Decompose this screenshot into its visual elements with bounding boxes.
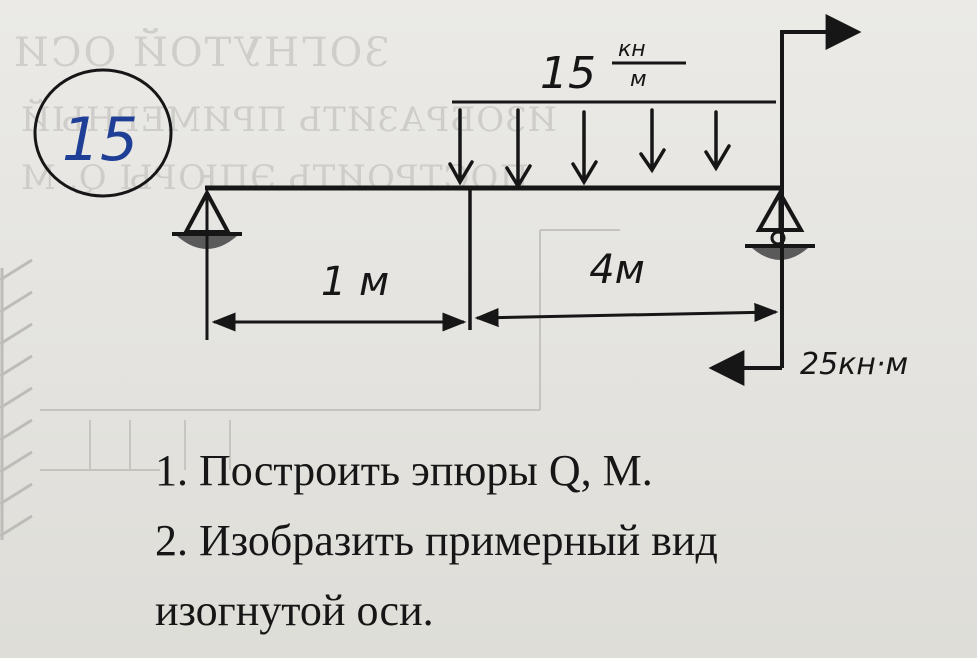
distributed-load-unit-den: м bbox=[630, 67, 647, 92]
dimension-line-4m bbox=[474, 302, 779, 328]
task-line-1: 1. Построить эпюры Q, M. bbox=[155, 446, 653, 495]
wall-hatching bbox=[0, 258, 33, 540]
span-left-label: 1 м bbox=[321, 259, 389, 305]
moment-label: 25кн·м bbox=[800, 347, 908, 382]
distributed-load-unit-num: кн bbox=[618, 37, 646, 62]
problem-number-circle bbox=[33, 68, 173, 198]
problem-number: 15 bbox=[62, 105, 138, 175]
distributed-load-arrows bbox=[448, 108, 731, 190]
concentrated-force-arrow bbox=[780, 14, 862, 190]
task-line-2: 2. Изобразить примерный вид bbox=[155, 516, 718, 565]
span-right-label: 4м bbox=[589, 247, 645, 293]
left-pin-support bbox=[172, 188, 242, 258]
task-line-3: изогнутой оси. bbox=[155, 586, 434, 635]
distributed-load-value: 15 bbox=[540, 48, 596, 99]
faint-arrows bbox=[89, 420, 231, 470]
